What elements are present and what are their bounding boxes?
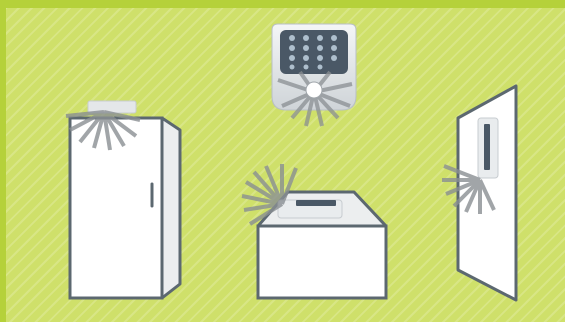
cabinet-icon (66, 101, 180, 298)
wall-panel-icon (442, 86, 516, 300)
keypad-device-icon (272, 24, 356, 126)
chest-box-icon (242, 164, 386, 298)
